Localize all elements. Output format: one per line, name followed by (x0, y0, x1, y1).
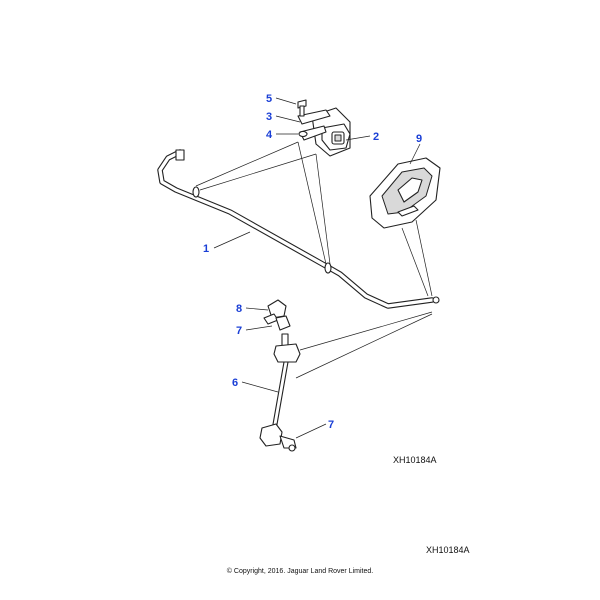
reference-code-inner: XH10184A (393, 455, 437, 465)
callout-9: 9 (416, 133, 422, 145)
stabilizer-bracket-cover (369, 157, 441, 229)
stabilizer-bar (157, 149, 440, 309)
bush-clamp-assembly (297, 99, 351, 157)
leader-lines (195, 97, 433, 439)
copyright-notice: © Copyright, 2016. Jaguar Land Rover Lim… (226, 568, 374, 575)
callout-3: 3 (266, 111, 272, 123)
callout-6: 6 (232, 377, 238, 389)
stabilizer-link-assembly (259, 299, 301, 452)
callout-5: 5 (266, 93, 272, 105)
callout-1: 1 (203, 243, 209, 255)
callout-4: 4 (266, 129, 273, 141)
callout-2: 2 (373, 131, 379, 143)
reference-code-outer: XH10184A (426, 545, 470, 555)
callout-8: 8 (236, 303, 242, 315)
callout-7-upper: 7 (236, 325, 242, 337)
callout-7-lower: 7 (328, 419, 334, 431)
